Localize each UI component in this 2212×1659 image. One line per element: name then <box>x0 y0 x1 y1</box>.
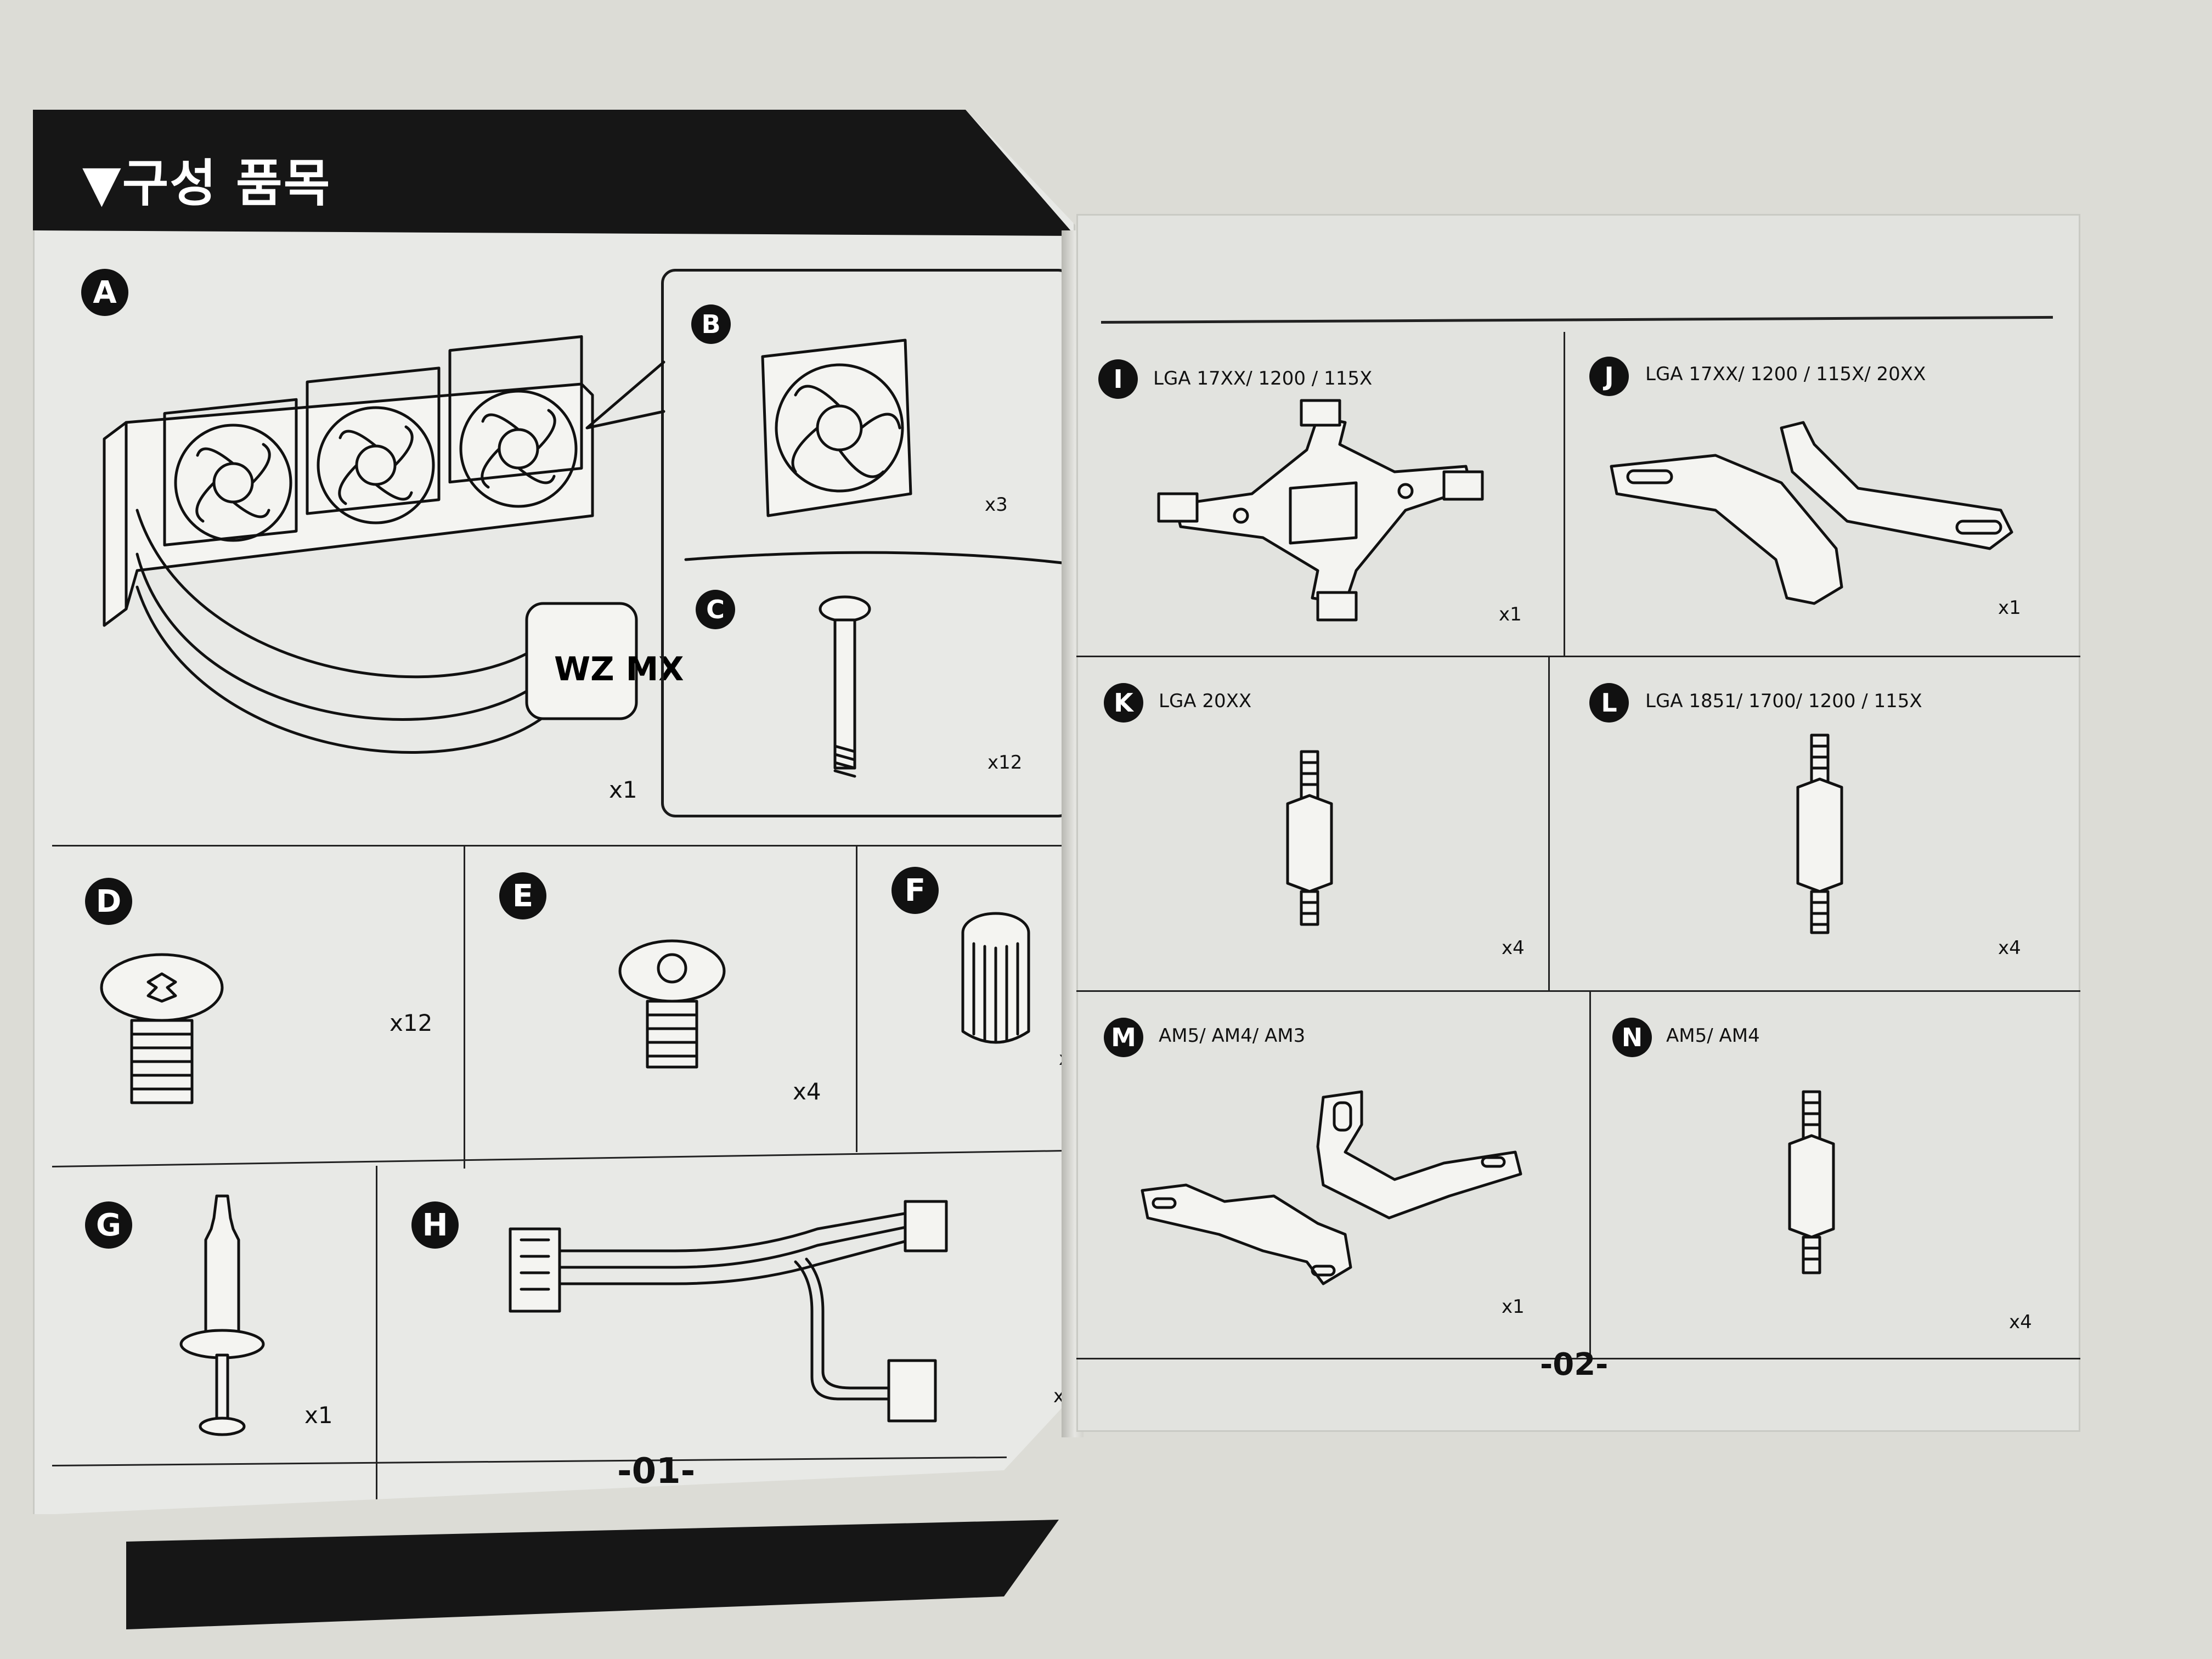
item-qty-c: x12 <box>988 752 1023 774</box>
divider-row-3 <box>52 1456 1007 1466</box>
item-qty-k: x4 <box>1502 937 1525 959</box>
divider-k-l <box>1548 656 1550 990</box>
item-label-n: AM5/ AM4 <box>1666 1025 1760 1047</box>
standoff-icon <box>1796 733 1843 934</box>
fan-icon <box>761 338 912 517</box>
item-badge-b: B <box>691 304 731 344</box>
item-qty-m: x1 <box>1502 1296 1525 1318</box>
item-badge-g: G <box>85 1201 132 1249</box>
manual-page-left: ▼구성 품목 A WZ MX x1 B x3 <box>33 110 1075 1514</box>
item-label-k: LGA 20XX <box>1159 690 1252 712</box>
item-badge-j: J <box>1589 357 1629 396</box>
page-title: ▼구성 품목 <box>82 154 331 213</box>
divider-row-2 <box>52 1149 1073 1167</box>
divider-m-n <box>1589 990 1591 1358</box>
thermal-paste-icon <box>179 1194 265 1436</box>
cable-icon <box>509 1200 948 1423</box>
booklet-back-cover <box>126 1520 1059 1629</box>
standoff-icon <box>1788 1090 1835 1274</box>
header-bar <box>33 110 1075 236</box>
item-badge-f: F <box>891 867 939 914</box>
item-badge-n: N <box>1612 1018 1652 1057</box>
page-number-right: -02- <box>1540 1347 1609 1383</box>
item-badge-e: E <box>499 872 546 919</box>
manual-page-right: I LGA 17XX/ 1200 / 115X x1 J LGA 17XX/ 1… <box>1076 214 2080 1432</box>
standoff-icon <box>1286 750 1333 926</box>
divider-row-2-right <box>1076 990 2080 992</box>
item-qty-g: x1 <box>304 1402 333 1429</box>
item-qty-b: x3 <box>985 494 1008 516</box>
item-qty-d: x12 <box>390 1009 433 1036</box>
item-badge-c: C <box>696 590 735 629</box>
top-rule <box>1101 315 2053 324</box>
item-qty-l: x4 <box>1998 937 2021 959</box>
bracket-icon <box>1610 421 2013 605</box>
screw-icon <box>618 939 726 1069</box>
item-badge-a: A <box>81 269 128 316</box>
item-label-j: LGA 17XX/ 1200 / 115X/ 20XX <box>1645 363 1926 385</box>
radiator-icon: WZ MX <box>103 335 684 754</box>
item-qty-i: x1 <box>1499 603 1522 625</box>
page-number-left: -01- <box>617 1451 696 1492</box>
item-qty-j: x1 <box>1998 597 2021 619</box>
divider-i-j <box>1564 332 1565 656</box>
divider-row-3-right <box>1076 1358 2080 1359</box>
screw-icon <box>100 953 224 1104</box>
item-badge-k: K <box>1104 683 1143 723</box>
item-badge-d: D <box>85 878 132 925</box>
item-badge-h: H <box>411 1201 459 1249</box>
divider-e-f <box>856 845 857 1152</box>
item-qty-a: x1 <box>609 776 637 803</box>
divider-row-1-right <box>1076 656 2080 657</box>
divider-g-h <box>376 1166 377 1514</box>
backplate-icon <box>1157 399 1484 622</box>
divider-d-e <box>464 845 465 1169</box>
bracket-icon <box>1141 1090 1522 1285</box>
divider-b-c <box>684 551 1075 567</box>
thumbscrew-icon <box>961 912 1030 1044</box>
item-label-i: LGA 17XX/ 1200 / 115X <box>1153 368 1373 390</box>
item-badge-m: M <box>1104 1018 1143 1057</box>
item-qty-n: x4 <box>2009 1311 2032 1333</box>
item-badge-l: L <box>1589 683 1629 723</box>
item-badge-i: I <box>1098 359 1138 399</box>
callout-pointer <box>585 360 665 430</box>
divider-row-1 <box>52 845 1073 847</box>
item-label-m: AM5/ AM4/ AM3 <box>1159 1025 1306 1047</box>
item-label-l: LGA 1851/ 1700/ 1200 / 115X <box>1645 690 1922 712</box>
screw-icon <box>819 595 871 778</box>
item-qty-e: x4 <box>793 1078 821 1105</box>
